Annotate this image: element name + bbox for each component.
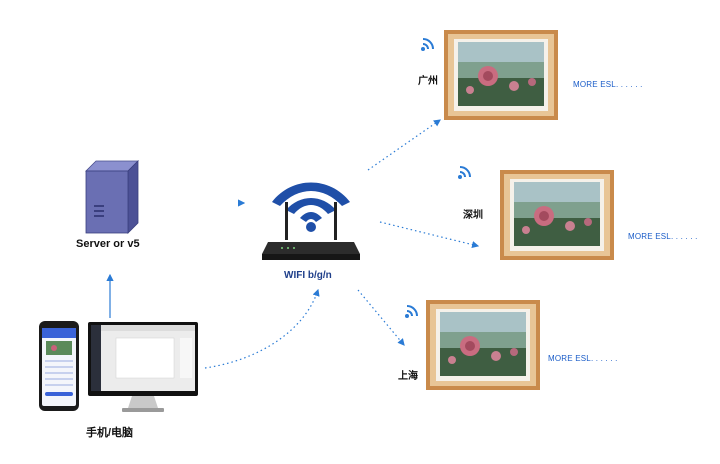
picture-frame-icon: [444, 30, 558, 120]
more-esl-2: MORE ESL. . . . . .: [628, 232, 698, 241]
esl-frame-1: [444, 30, 558, 120]
arrow-client-to-router: [204, 288, 320, 369]
esl-city-3: 上海: [398, 371, 418, 382]
picture-frame-icon: [500, 170, 614, 260]
more-esl-1: MORE ESL. . . . . .: [573, 80, 643, 89]
client-label: 手机/电脑: [86, 427, 134, 439]
arrow-router-to-esl-1: [367, 119, 441, 171]
server-label: Server or v5: [76, 238, 140, 250]
more-esl-3: MORE ESL. . . . . .: [548, 354, 618, 363]
wifi-signal-icon: [405, 305, 418, 318]
phone-icon: [39, 321, 79, 411]
esl-frame-2: [500, 170, 614, 260]
arrow-router-to-esl-2: [379, 221, 480, 249]
wifi-signal-icon: [458, 166, 471, 179]
esl-city-1: 广州: [418, 76, 438, 87]
client-devices: [38, 320, 204, 416]
wifi-router-icon: [262, 182, 360, 260]
esl-frame-3: [426, 300, 540, 390]
server-icon: [85, 160, 139, 234]
arrow-router-to-esl-3: [357, 289, 405, 346]
server-node: [82, 157, 142, 237]
router-label: WIFI b/g/n: [284, 270, 332, 281]
esl-city-2: 深圳: [463, 210, 483, 221]
monitor-icon: [88, 322, 198, 412]
wifi-signal-icon: [421, 38, 434, 51]
router-node: [262, 176, 360, 268]
picture-frame-icon: [426, 300, 540, 390]
